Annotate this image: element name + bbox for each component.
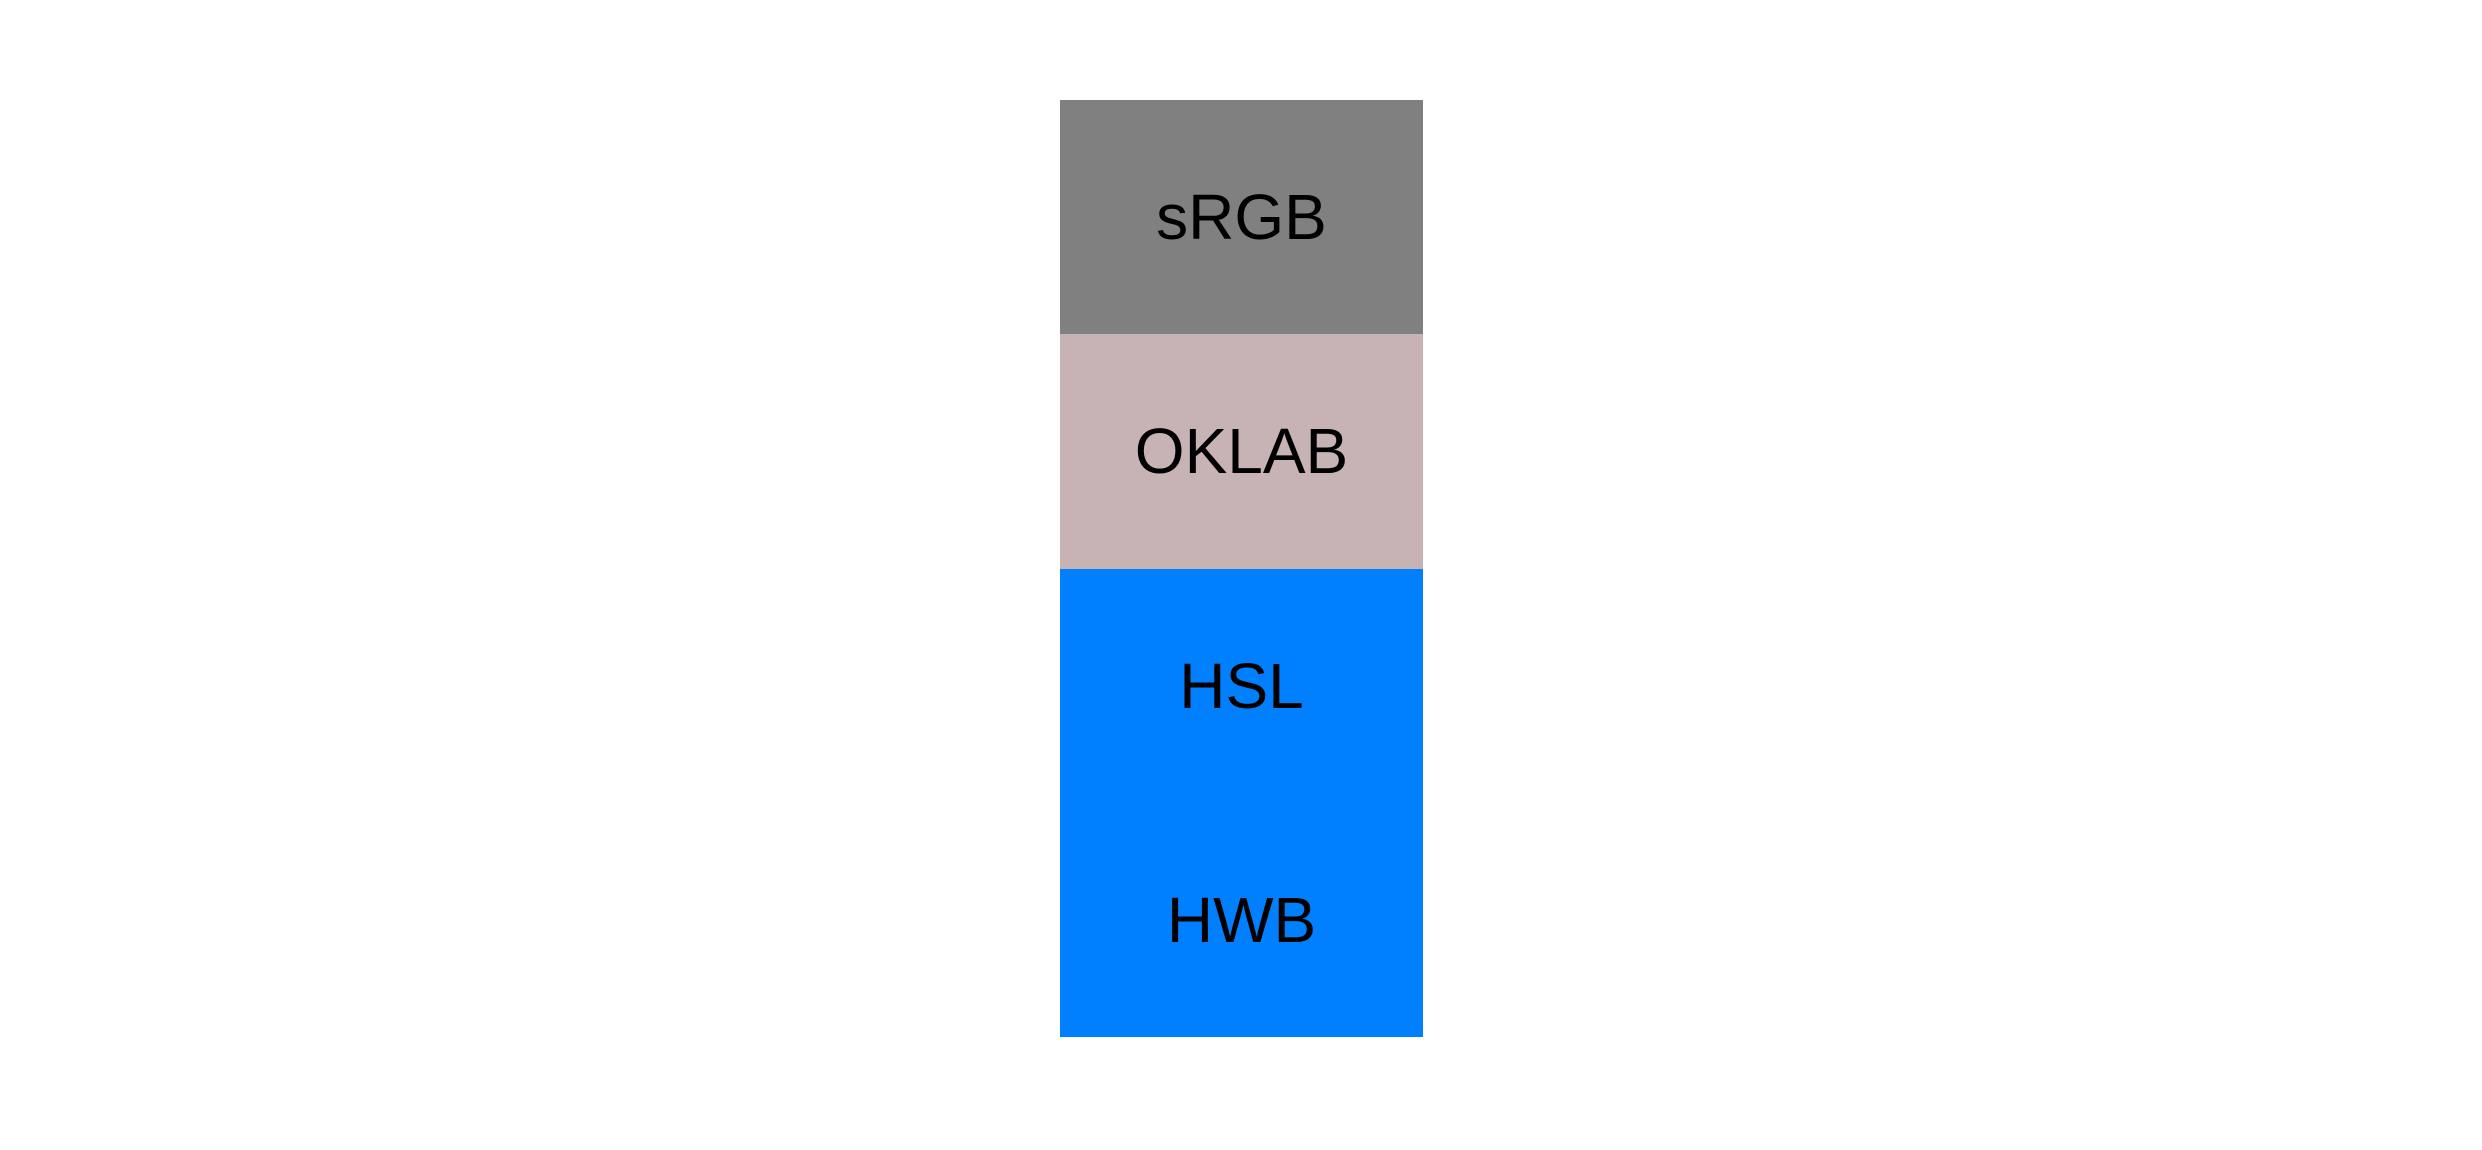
swatch-srgb-label: sRGB (1156, 181, 1327, 254)
swatch-hsl: HSL (1060, 568, 1423, 803)
swatch-oklab: OKLAB (1060, 334, 1423, 569)
swatch-srgb: sRGB (1060, 100, 1423, 335)
swatch-hwb: HWB (1060, 802, 1423, 1037)
swatch-hsl-label: HSL (1179, 649, 1304, 722)
color-swatch-stack: sRGB OKLAB HSL HWB (1060, 100, 1423, 1037)
swatch-oklab-label: OKLAB (1134, 415, 1349, 488)
swatch-hwb-label: HWB (1166, 883, 1317, 956)
